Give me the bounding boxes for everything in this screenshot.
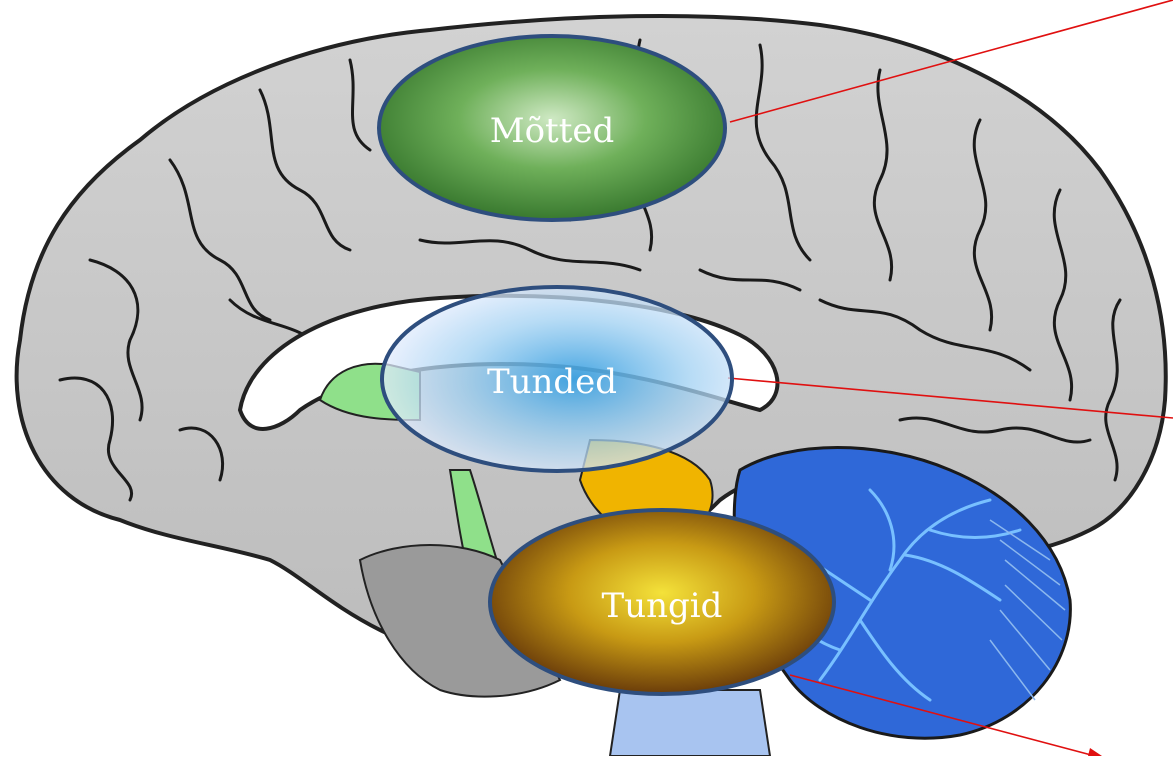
thoughts-label: Mõtted — [490, 111, 615, 151]
spinal-cord — [610, 690, 770, 756]
sensations-label: Tungid — [602, 586, 723, 626]
sensations-pointer-arrow — [1088, 748, 1102, 756]
feelings-label: Tunded — [487, 362, 617, 402]
